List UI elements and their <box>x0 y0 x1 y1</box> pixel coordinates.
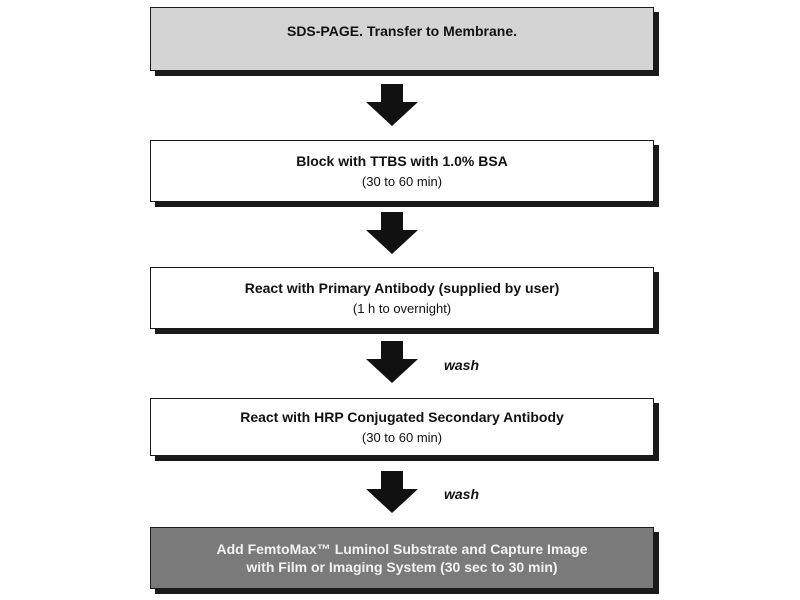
step-title-line2: with Film or Imaging System (30 sec to 3… <box>246 559 558 575</box>
step-transfer: SDS-PAGE. Transfer to Membrane. <box>150 7 654 71</box>
step-title: Block with TTBS with 1.0% BSA <box>296 153 508 169</box>
step-title: SDS-PAGE. Transfer to Membrane. <box>286 23 517 39</box>
step-block: Block with TTBS with 1.0% BSA (30 to 60 … <box>150 140 654 202</box>
wash-label: wash <box>444 357 480 373</box>
step-title: React with HRP Conjugated Secondary Anti… <box>240 409 564 425</box>
down-arrow-icon <box>366 471 418 513</box>
step-secondary-antibody: React with HRP Conjugated Secondary Anti… <box>150 398 654 456</box>
down-arrow-icon <box>366 341 418 383</box>
step-duration: (30 to 60 min) <box>361 174 443 189</box>
step-primary-antibody: React with Primary Antibody (supplied by… <box>150 267 654 329</box>
step-title: React with Primary Antibody (supplied by… <box>244 280 560 296</box>
down-arrow-icon <box>366 212 418 254</box>
wash-label: wash <box>444 486 480 502</box>
step-substrate-capture: Add FemtoMax™ Luminol Substrate and Capt… <box>150 527 654 589</box>
step-duration: (30 to 60 min) <box>361 430 443 445</box>
step-duration: (1 h to overnight) <box>352 301 452 316</box>
down-arrow-icon <box>366 84 418 126</box>
step-title: Add FemtoMax™ Luminol Substrate and Capt… <box>216 541 588 557</box>
